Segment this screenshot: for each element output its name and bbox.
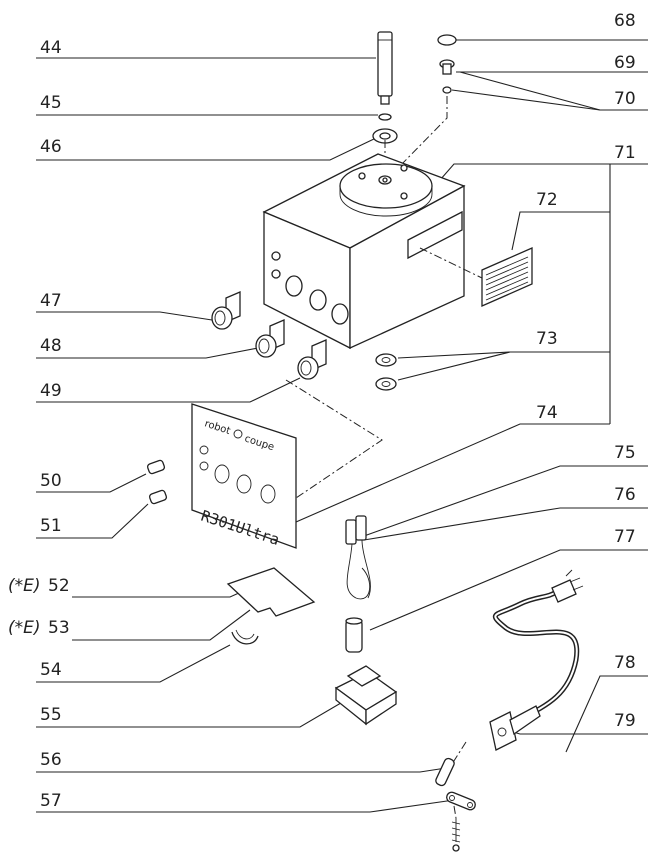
label-53-prefix: (*E) — [8, 618, 41, 638]
label-48: 48 — [40, 336, 62, 356]
knob-part-47 — [211, 291, 241, 330]
washer-part-46 — [372, 128, 398, 144]
shaft-part-44 — [377, 31, 393, 105]
plate-alignment-line — [285, 379, 383, 499]
screw-part-69 — [439, 59, 455, 75]
strain-relief-part-79 — [489, 705, 541, 751]
leader-76 — [363, 507, 648, 541]
leader-52 — [72, 587, 251, 598]
indicator-part-50 — [146, 459, 166, 475]
screw-part-57 — [451, 818, 461, 852]
leader-73a — [397, 351, 610, 359]
leader-46 — [36, 137, 377, 161]
washer-part-70 — [442, 86, 452, 94]
screw-alignment-line — [397, 96, 448, 169]
insulator-part-52 — [226, 567, 316, 617]
leader-75 — [363, 465, 648, 537]
label-74: 74 — [536, 403, 558, 423]
clip-part-54 — [231, 629, 259, 645]
grille-part-72 — [481, 247, 533, 307]
pin-alignment-line — [451, 741, 467, 765]
left-labels: 44 45 46 47 48 49 50 51 (*E) 52 (*E) 53 … — [8, 38, 70, 811]
label-54: 54 — [40, 660, 62, 680]
leader-78 — [565, 675, 648, 753]
knob-part-49 — [297, 339, 327, 380]
leader-55 — [36, 699, 347, 728]
leader-48 — [36, 347, 259, 359]
pin-part-56 — [435, 757, 455, 787]
knob-part-48 — [255, 319, 285, 358]
leader-50 — [36, 473, 147, 493]
spacer-part-73a — [375, 353, 397, 367]
label-77: 77 — [614, 527, 636, 547]
label-57: 57 — [40, 791, 62, 811]
label-52: 52 — [48, 576, 70, 596]
label-71: 71 — [614, 143, 636, 163]
power-cord-part-78 — [492, 569, 584, 727]
cap-part-68 — [437, 34, 457, 46]
label-46: 46 — [40, 137, 62, 157]
label-76: 76 — [614, 485, 636, 505]
grille-alignment-line — [419, 247, 483, 279]
leader-70b — [451, 89, 601, 111]
indicator-part-51 — [148, 489, 168, 505]
label-78: 78 — [614, 653, 636, 673]
leader-lines — [36, 39, 648, 813]
spacer-part-73b — [375, 377, 397, 391]
parts: robot coupe R301Ultra — [146, 31, 584, 852]
label-72: 72 — [536, 190, 558, 210]
leader-54 — [36, 644, 231, 683]
box-part-55 — [334, 665, 398, 726]
leader-53 — [72, 609, 251, 641]
tab-part-57 — [446, 791, 476, 811]
label-55: 55 — [40, 705, 62, 725]
label-56: 56 — [40, 750, 62, 770]
label-49: 49 — [40, 381, 62, 401]
leader-73b — [397, 351, 511, 381]
label-69: 69 — [614, 53, 636, 73]
label-50: 50 — [40, 471, 62, 491]
label-79: 79 — [614, 711, 636, 731]
screw-alignment-line-57 — [453, 805, 457, 819]
cylinder-part-77 — [345, 617, 363, 653]
leader-77 — [369, 549, 648, 631]
label-73: 73 — [536, 329, 558, 349]
leader-49 — [36, 377, 301, 403]
label-44: 44 — [40, 38, 62, 58]
label-68: 68 — [614, 11, 636, 31]
leader-51 — [36, 503, 149, 539]
label-47: 47 — [40, 291, 62, 311]
label-53: 53 — [48, 618, 70, 638]
label-45: 45 — [40, 93, 62, 113]
leader-74 — [295, 423, 610, 523]
leader-72 — [511, 211, 610, 251]
label-70: 70 — [614, 89, 636, 109]
label-52-prefix: (*E) — [8, 576, 41, 596]
leader-57 — [36, 799, 455, 813]
plate-brand-logo-icon — [233, 429, 243, 439]
switch-part-75 — [345, 515, 371, 600]
leader-56 — [36, 767, 447, 773]
label-75: 75 — [614, 443, 636, 463]
leader-47 — [36, 311, 213, 321]
label-51: 51 — [40, 516, 62, 536]
right-labels: 68 69 70 71 72 73 74 75 76 77 78 79 — [536, 11, 636, 731]
motor-base-part-71 — [262, 153, 466, 350]
front-plate-part-74: robot coupe R301Ultra — [191, 403, 297, 549]
leader-71 — [439, 163, 648, 181]
washer-part-45 — [378, 113, 392, 121]
